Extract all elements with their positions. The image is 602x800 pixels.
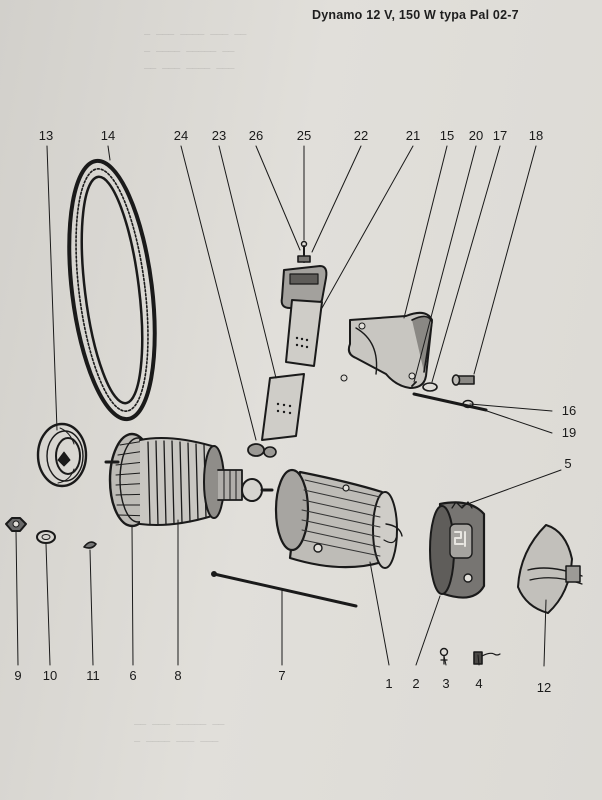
nut-part-26 <box>297 255 311 263</box>
part-label-4: 4 <box>475 676 483 691</box>
housing-part-1 <box>274 468 403 569</box>
part-label-20: 20 <box>468 128 484 143</box>
v-belt-part-14 <box>67 158 157 422</box>
pulley-part-13 <box>36 422 88 488</box>
part-label-5: 5 <box>564 456 572 471</box>
part-label-25: 25 <box>296 128 312 143</box>
part-label-11: 11 <box>86 668 100 683</box>
bleed-through-text: ─ ─── ──── ─── ── ─ ──── ───── ── ── ───… <box>144 30 247 75</box>
key-part-11 <box>83 541 97 549</box>
bracket-part-15 <box>340 311 433 389</box>
part-label-15: 15 <box>439 128 455 143</box>
part-label-12: 12 <box>536 680 552 695</box>
washer-part-17 <box>422 382 438 392</box>
armature-part-8 <box>139 437 274 526</box>
part-label-26: 26 <box>248 128 264 143</box>
end-cover-part-2 <box>429 501 486 599</box>
part-label-13: 13 <box>38 128 54 143</box>
part-label-9: 9 <box>14 668 22 683</box>
bolt-part-18 <box>451 374 475 386</box>
lower-slide-arm-part-23 <box>261 373 305 441</box>
slide-arm-part-22 <box>285 299 323 367</box>
part-label-22: 22 <box>353 128 369 143</box>
part-label-18: 18 <box>528 128 544 143</box>
part-label-8: 8 <box>174 668 182 683</box>
part-label-16: 16 <box>561 403 577 418</box>
part-label-2: 2 <box>412 676 420 691</box>
part-label-6: 6 <box>129 668 137 683</box>
part-label-14: 14 <box>100 128 116 143</box>
tension-rod-part-19 <box>412 392 488 412</box>
part-label-21: 21 <box>405 128 421 143</box>
pivot-part-24 <box>247 443 277 458</box>
spring-washer-part-20 <box>411 381 417 387</box>
part-label-7: 7 <box>278 668 286 683</box>
nut-part-9 <box>5 517 27 532</box>
part-label-23: 23 <box>211 128 227 143</box>
page-title: Dynamo 12 V, 150 W typa Pal 02-7 <box>312 8 519 22</box>
part-label-10: 10 <box>42 668 58 683</box>
upper-slide-arm-part-21 <box>280 265 328 309</box>
through-bolt-part-7 <box>211 571 358 608</box>
part-label-24: 24 <box>173 128 189 143</box>
leader-lines <box>15 145 562 667</box>
washer-part-10 <box>36 530 56 544</box>
band-cover-part-12 <box>517 524 583 614</box>
part-label-1: 1 <box>385 676 393 691</box>
part-label-3: 3 <box>442 676 450 691</box>
part-label-17: 17 <box>492 128 508 143</box>
bleed-through-text: ── ─── ───── ── ─ ──── ─── ─── <box>134 720 225 748</box>
part-label-19: 19 <box>561 425 577 440</box>
